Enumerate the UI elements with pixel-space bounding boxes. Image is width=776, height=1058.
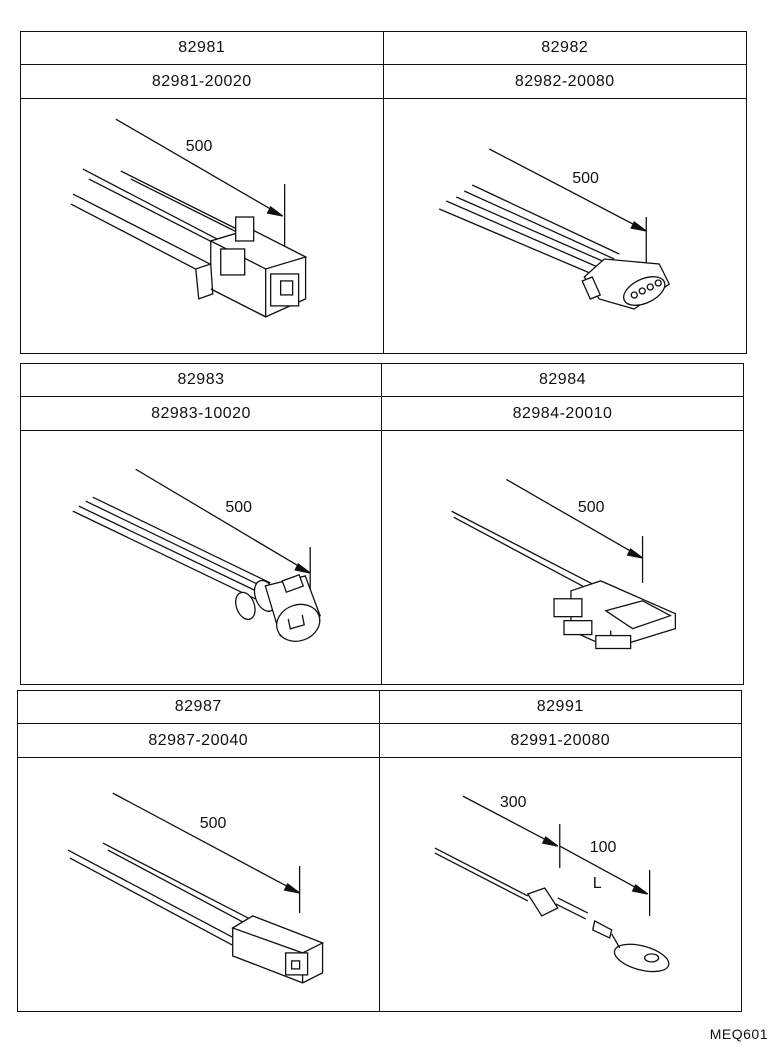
dimension-label: 500 [578, 499, 605, 516]
dimension-label: 500 [200, 815, 227, 832]
parts-block-1: 82981 82982 82981-20020 82982-20080 500 [20, 31, 747, 354]
connector-illustration: 300 100 L [380, 758, 742, 1011]
group-number: 82991 [379, 691, 741, 724]
dimension-label: 500 [572, 170, 599, 187]
dimension-label: 500 [186, 138, 213, 155]
connector-illustration: 500 [21, 99, 384, 353]
part-number: 82982-20080 [383, 65, 746, 99]
group-number: 82983 [21, 364, 382, 397]
pigtail-connector-drawing: 500 [438, 148, 670, 310]
part-number: 82983-10020 [21, 397, 382, 431]
pigtail-connector-drawing: 500 [70, 118, 308, 318]
connector-illustration: 500 [382, 431, 743, 684]
group-number: 82987 [18, 691, 380, 724]
dimension-label: L [592, 875, 601, 892]
dimension-label: 500 [225, 499, 252, 516]
part-number: 82987-20040 [18, 724, 380, 758]
part-number: 82981-20020 [21, 65, 384, 99]
group-number: 82984 [382, 364, 743, 397]
group-number: 82982 [383, 32, 746, 65]
parts-block-3: 82987 82991 82987-20040 82991-20080 500 [17, 690, 742, 1012]
terminal-lead-drawing: 300 100 L [434, 794, 669, 973]
parts-block-2: 82983 82984 82983-10020 82984-20010 500 … [20, 363, 744, 685]
dimension-label: 300 [499, 794, 526, 811]
connector-illustration: 500 [384, 99, 747, 353]
connector-illustration: 500 [21, 431, 382, 684]
connector-illustration: 500 [18, 758, 380, 1011]
part-number: 82984-20010 [382, 397, 743, 431]
figure-code: MEQ601 [709, 1026, 768, 1042]
pigtail-connector-drawing: 500 [451, 478, 677, 650]
dimension-label: 100 [589, 839, 616, 856]
group-number: 82981 [21, 32, 384, 65]
part-number: 82991-20080 [379, 724, 741, 758]
pigtail-connector-drawing: 500 [72, 468, 321, 642]
pigtail-connector-drawing: 500 [67, 792, 325, 984]
